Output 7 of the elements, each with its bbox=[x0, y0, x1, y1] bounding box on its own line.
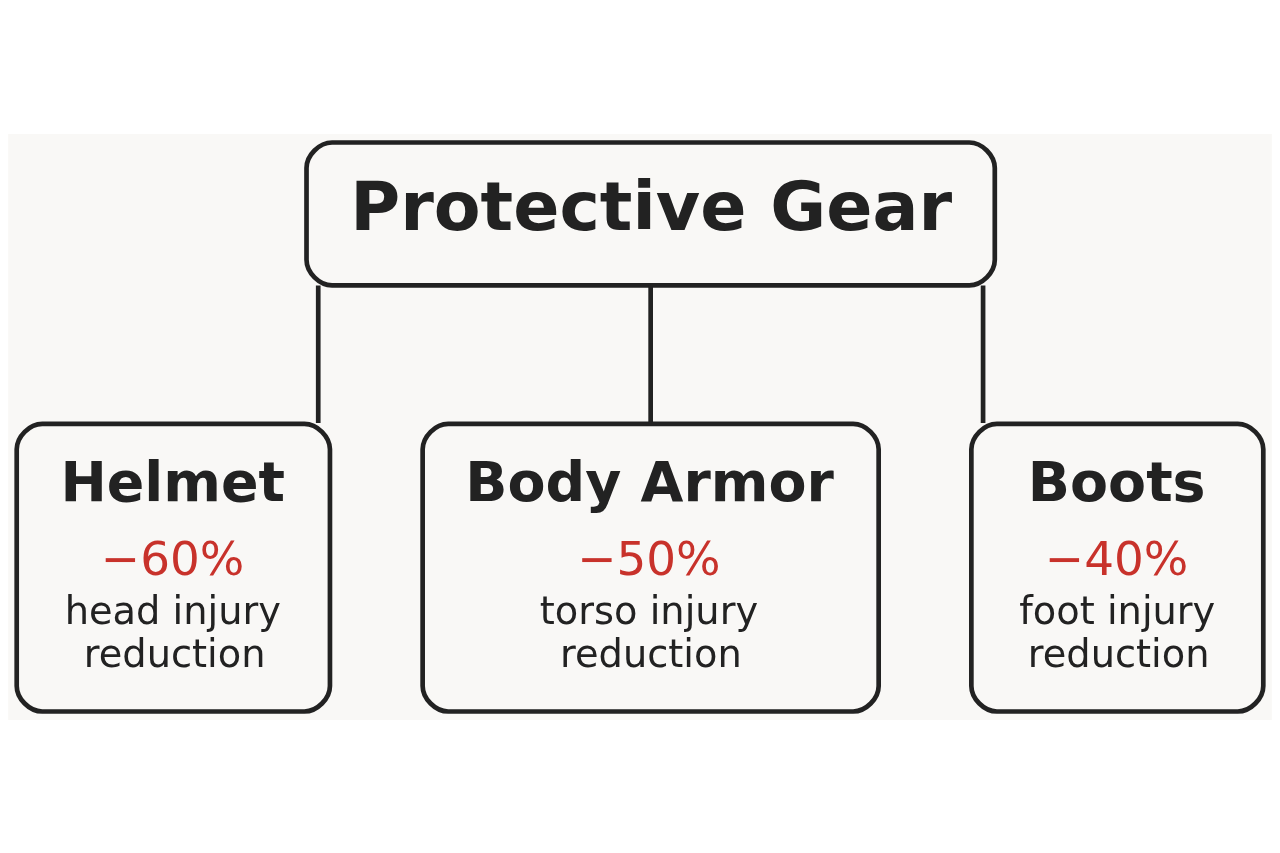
connector bbox=[315, 285, 321, 423]
node-box: Protective Gear bbox=[304, 139, 998, 288]
connector bbox=[648, 285, 653, 423]
node-box: Body Armor −50% torso injury reduction bbox=[420, 420, 881, 714]
node-box: Helmet −60% head injury reduction bbox=[14, 420, 333, 714]
node-box: Boots −40% foot injury reduction bbox=[969, 420, 1266, 714]
connector bbox=[980, 285, 986, 423]
